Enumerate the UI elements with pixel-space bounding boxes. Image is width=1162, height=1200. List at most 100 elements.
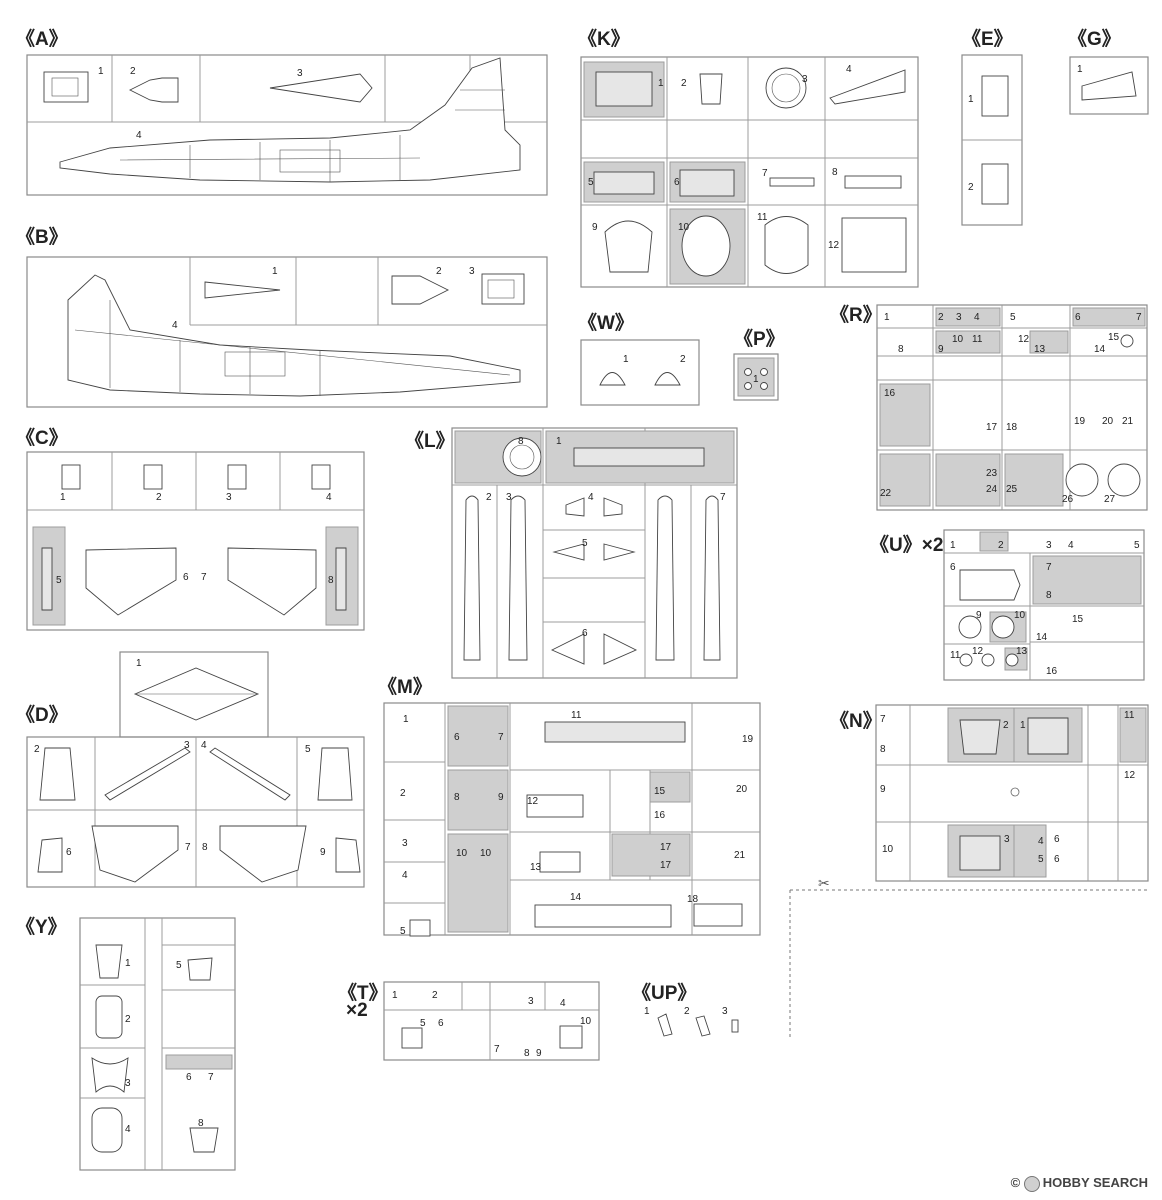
part-g1 xyxy=(1081,71,1137,101)
part-number-r7: 7 xyxy=(1136,312,1142,323)
part-c8 xyxy=(335,547,347,611)
part-number-u12: 12 xyxy=(972,646,984,657)
part-c6 xyxy=(85,547,177,616)
part-number-d7: 7 xyxy=(185,842,191,853)
part-number-g1: 1 xyxy=(1077,64,1083,75)
part-number-y5: 5 xyxy=(176,960,182,971)
part-k11 xyxy=(764,216,809,274)
part-number-m3: 3 xyxy=(402,838,408,849)
sprue-t: 1 2 3 4 5 6 7 8 9 10 xyxy=(383,981,600,1061)
part-number-t2: 2 xyxy=(432,990,438,1001)
part-a4 xyxy=(59,57,521,183)
part-b4 xyxy=(67,274,521,397)
sprue-k: 1 2 3 4 5 6 7 8 9 10 11 12 xyxy=(580,56,919,288)
part-number-m1: 1 xyxy=(403,714,409,725)
part-number-b1: 1 xyxy=(272,266,278,277)
part-p1-d xyxy=(760,382,768,390)
sprue-label-r: 《R》 xyxy=(830,305,882,326)
part-w1 xyxy=(599,372,626,386)
part-number-n6-a: 6 xyxy=(1054,834,1060,845)
part-m5 xyxy=(409,919,431,937)
part-n2 xyxy=(959,719,1001,755)
part-number-n11: 11 xyxy=(1124,710,1135,721)
part-a2 xyxy=(128,77,179,103)
part-c1 xyxy=(61,464,81,490)
sprue-label-b: 《B》 xyxy=(16,227,68,248)
part-number-u15: 15 xyxy=(1072,614,1084,625)
part-d2 xyxy=(39,747,76,801)
part-w2 xyxy=(654,372,681,386)
part-l5-right xyxy=(603,543,636,561)
part-number-m6: 6 xyxy=(454,732,460,743)
sprue-r: 1 2 3 4 5 6 7 8 9 10 11 12 13 14 15 16 1… xyxy=(876,304,1148,511)
part-d3 xyxy=(104,747,191,801)
part-number-a1: 1 xyxy=(98,66,104,77)
part-u6 xyxy=(959,569,1021,601)
part-number-r2: 2 xyxy=(938,312,944,323)
part-r15 xyxy=(1120,334,1134,348)
part-l3-right xyxy=(655,495,675,661)
part-t10 xyxy=(559,1025,583,1049)
sprue-n: 7 8 9 10 2 1 3 4 5 6 6 11 12 xyxy=(875,704,1149,882)
sprue-label-l: 《L》 xyxy=(405,431,455,452)
part-d4 xyxy=(209,747,291,801)
part-number-r20: 20 xyxy=(1102,416,1114,427)
cut-line: ✂ xyxy=(789,875,1148,1040)
part-number-c8: 8 xyxy=(328,575,334,586)
part-number-up1: 1 xyxy=(644,1006,650,1017)
part-number-a3: 3 xyxy=(297,68,303,79)
part-number-d9: 9 xyxy=(320,847,326,858)
part-b1 xyxy=(204,281,281,299)
part-number-m10-b: 10 xyxy=(480,848,492,859)
sprue-label-g: 《G》 xyxy=(1068,29,1121,50)
part-number-r27: 27 xyxy=(1104,494,1116,505)
part-number-k5: 5 xyxy=(588,177,594,188)
part-number-u11: 11 xyxy=(950,650,961,661)
part-number-r23: 23 xyxy=(986,468,998,479)
part-number-r25: 25 xyxy=(1006,484,1018,495)
part-p1-b xyxy=(760,368,768,376)
part-number-y8: 8 xyxy=(198,1118,204,1129)
part-number-m10-a: 10 xyxy=(456,848,468,859)
part-k2 xyxy=(699,73,723,105)
part-number-n10: 10 xyxy=(882,844,894,855)
part-number-r5: 5 xyxy=(1010,312,1016,323)
part-number-d6: 6 xyxy=(66,847,72,858)
part-number-r8: 8 xyxy=(898,344,904,355)
part-number-m4: 4 xyxy=(402,870,408,881)
part-b2 xyxy=(391,275,450,305)
part-number-n8: 8 xyxy=(880,744,886,755)
part-number-u9: 9 xyxy=(976,610,982,621)
part-number-r18: 18 xyxy=(1006,422,1018,433)
part-number-l2: 2 xyxy=(486,492,492,503)
part-number-u13: 13 xyxy=(1016,646,1028,657)
part-l4-right xyxy=(603,497,623,517)
sprue-m: 1 2 3 4 5 6 7 8 9 10 10 11 12 13 14 15 1… xyxy=(383,702,761,937)
sprue-up: 1 2 3 xyxy=(644,1006,739,1037)
part-number-r16: 16 xyxy=(884,388,896,399)
part-number-r14: 14 xyxy=(1094,344,1106,355)
part-k7 xyxy=(769,177,815,187)
part-number-r10: 10 xyxy=(952,334,964,345)
part-up2 xyxy=(695,1015,711,1037)
part-number-t8: 8 xyxy=(524,1048,530,1059)
part-number-u16: 16 xyxy=(1046,666,1058,677)
part-number-u14: 14 xyxy=(1036,632,1048,643)
part-number-n3: 3 xyxy=(1004,834,1010,845)
part-number-r12: 12 xyxy=(1018,334,1030,345)
part-number-r6: 6 xyxy=(1075,312,1081,323)
part-number-l7: 7 xyxy=(720,492,726,503)
part-number-u8: 8 xyxy=(1046,590,1052,601)
part-number-c4: 4 xyxy=(326,492,332,503)
part-number-n4: 4 xyxy=(1038,836,1044,847)
part-l8 xyxy=(502,437,542,477)
part-l7 xyxy=(703,495,721,661)
part-number-c2: 2 xyxy=(156,492,162,503)
part-number-k9: 9 xyxy=(592,222,598,233)
part-k6 xyxy=(679,169,735,197)
sprue-label-t: 《T》 xyxy=(338,983,388,1004)
part-number-y2: 2 xyxy=(125,1014,131,1025)
part-m18 xyxy=(693,903,743,927)
part-number-d5: 5 xyxy=(305,744,311,755)
part-m12 xyxy=(526,794,584,818)
